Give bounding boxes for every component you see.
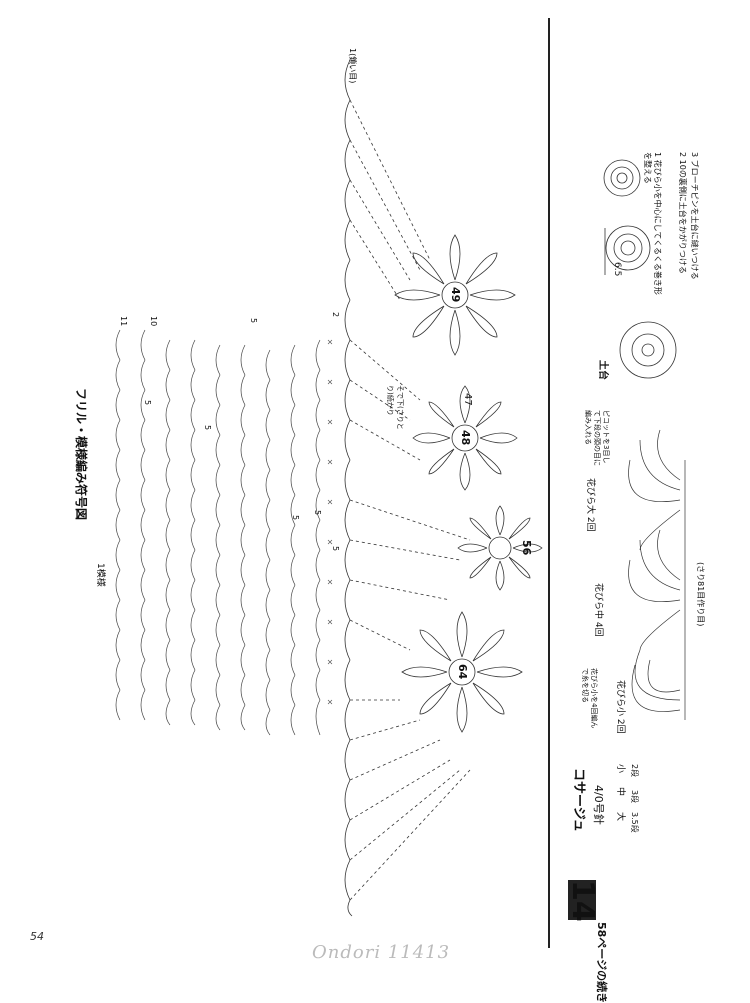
size-medium-rows: 3段 xyxy=(630,790,639,804)
flower-number-47: 47 xyxy=(462,393,473,406)
petal-note: 花びら小を4回編んで糸を切る xyxy=(581,668,598,729)
row-label-11: 11 xyxy=(119,316,128,327)
size-small: 小 xyxy=(615,764,625,774)
crochet-chart xyxy=(115,59,686,917)
flower-number-64: 64 xyxy=(456,664,469,680)
flower-number-56: 56 xyxy=(520,540,533,556)
petal-medium-label: 花びら中 4回 xyxy=(593,583,603,637)
footer-brand: Ondori 11413 xyxy=(312,942,451,963)
inner-five-4: 5 xyxy=(143,400,152,406)
section-divider xyxy=(548,18,550,948)
row-label-1: 1(鎖い目) xyxy=(348,48,357,84)
corsage-title: コサージュ xyxy=(571,768,586,832)
inner-five-2: 5 xyxy=(331,546,340,552)
chart-title: フリル・模様編み符号図 xyxy=(74,388,88,521)
size-small-rows: 2段 xyxy=(630,764,639,778)
step-2: 2 10の裏側に土台をかがりつける xyxy=(678,152,687,274)
step-3: 3 ブローチピンを土台に縫いつける xyxy=(690,152,699,280)
step-1: 1 花びら小を中心にしてくるくる巻き形を整える xyxy=(643,152,662,295)
chain-start-label: (さり81目作り目) xyxy=(696,562,705,627)
petal-small-label: 花びら小 2回 xyxy=(615,680,625,734)
inner-five-1: 5 xyxy=(291,515,300,521)
pattern-reference: 58ページの続き xyxy=(595,922,608,1003)
base-label: 土台 xyxy=(597,360,608,380)
flower-number-48: 48 xyxy=(459,430,472,446)
row-label-5: 5 xyxy=(249,318,258,324)
petal-large-label: 花びら大 2回 xyxy=(585,478,595,532)
page-number: 54 xyxy=(30,930,44,943)
row-label-10: 10 xyxy=(149,316,158,327)
row-label-2: 2 xyxy=(331,312,340,318)
size-large-rows: 3.5段 xyxy=(630,812,639,833)
inner-five-5: 5 xyxy=(313,510,322,516)
diameter-label: 6.5 xyxy=(612,262,622,277)
size-large: 大 xyxy=(615,812,625,822)
picot-note: ピコットを3目して下段の頭の目に編み入れる xyxy=(584,410,610,466)
chart-note: そで下(さりとり)続かり xyxy=(386,385,404,430)
corsage-needle: 4/0号針 xyxy=(592,785,605,825)
inner-five-3: 5 xyxy=(203,425,212,431)
pattern-number-block xyxy=(568,880,596,920)
repeat-label: 1模様 xyxy=(95,563,105,587)
pattern-number: 14 xyxy=(565,880,600,922)
size-medium: 中 xyxy=(615,787,625,797)
flower-number-49: 49 xyxy=(449,287,462,303)
